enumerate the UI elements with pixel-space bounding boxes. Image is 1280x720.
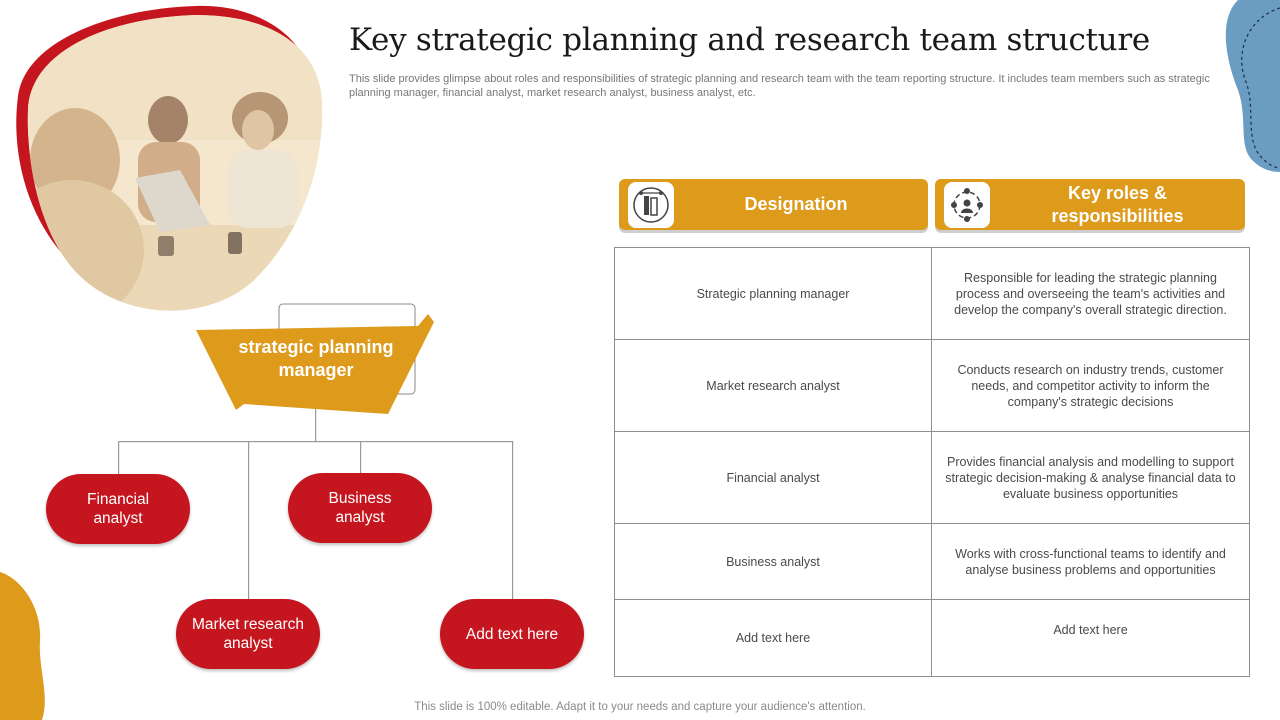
connector-line bbox=[118, 441, 120, 475]
team-network-icon bbox=[944, 181, 990, 228]
table-row: Add text here Add text here bbox=[614, 599, 1250, 677]
designation-cell: Add text here bbox=[614, 599, 932, 677]
table-row: Financial analyst Provides financial ana… bbox=[614, 431, 1250, 524]
org-node-business-analyst: Business analyst bbox=[288, 473, 432, 543]
org-node-market-research-analyst: Market research analyst bbox=[176, 599, 320, 669]
designation-cell: Financial analyst bbox=[614, 431, 932, 524]
roles-cell: Add text here bbox=[931, 599, 1250, 677]
roles-cell: Conducts research on industry trends, cu… bbox=[931, 339, 1250, 432]
org-node-label: Market research analyst bbox=[192, 616, 304, 652]
dashed-outline-decoration bbox=[1241, 7, 1280, 169]
blue-blob-decoration bbox=[1225, 0, 1280, 172]
header-label: Designation bbox=[744, 194, 848, 214]
connector-line bbox=[360, 441, 362, 475]
org-node-add-text: Add text here bbox=[440, 599, 584, 669]
manager-banner-shape bbox=[196, 314, 434, 414]
slide-footer: This slide is 100% editable. Adapt it to… bbox=[414, 701, 866, 713]
header-label: Key roles & responsibilities bbox=[1051, 182, 1184, 226]
roles-cell: Responsible for leading the strategic pl… bbox=[931, 247, 1250, 340]
table-row: Strategic planning manager Responsible f… bbox=[614, 247, 1250, 340]
org-node-label: Business analyst bbox=[328, 490, 392, 526]
designation-cell: Market research analyst bbox=[614, 339, 932, 432]
connector-line bbox=[118, 441, 513, 443]
table-row: Business analyst Works with cross-functi… bbox=[614, 523, 1250, 600]
roles-table: Strategic planning manager Responsible f… bbox=[614, 247, 1250, 677]
roles-cell: Provides financial analysis and modellin… bbox=[931, 431, 1250, 524]
slide-title: Key strategic planning and research team… bbox=[349, 22, 1150, 58]
roles-cell: Works with cross-functional teams to ide… bbox=[931, 523, 1250, 600]
org-node-financial-analyst: Financial analyst bbox=[46, 474, 190, 544]
gold-blob-decoration bbox=[0, 572, 45, 720]
slide-subtitle: This slide provides glimpse about roles … bbox=[349, 73, 1210, 99]
connector-line bbox=[315, 398, 317, 442]
org-node-label: Add text here bbox=[465, 625, 559, 643]
org-manager-label: strategic planning manager bbox=[238, 337, 394, 380]
header-designation: Designation bbox=[619, 179, 928, 230]
designation-cell: Business analyst bbox=[614, 523, 932, 600]
designation-cell: Strategic planning manager bbox=[614, 247, 932, 340]
header-key-roles: Key roles & responsibilities bbox=[935, 179, 1245, 230]
connector-line bbox=[512, 441, 514, 601]
ruler-pencil-icon bbox=[628, 181, 674, 228]
connector-line bbox=[248, 441, 250, 601]
table-row: Market research analyst Conducts researc… bbox=[614, 339, 1250, 432]
org-node-label: Financial analyst bbox=[86, 491, 150, 527]
